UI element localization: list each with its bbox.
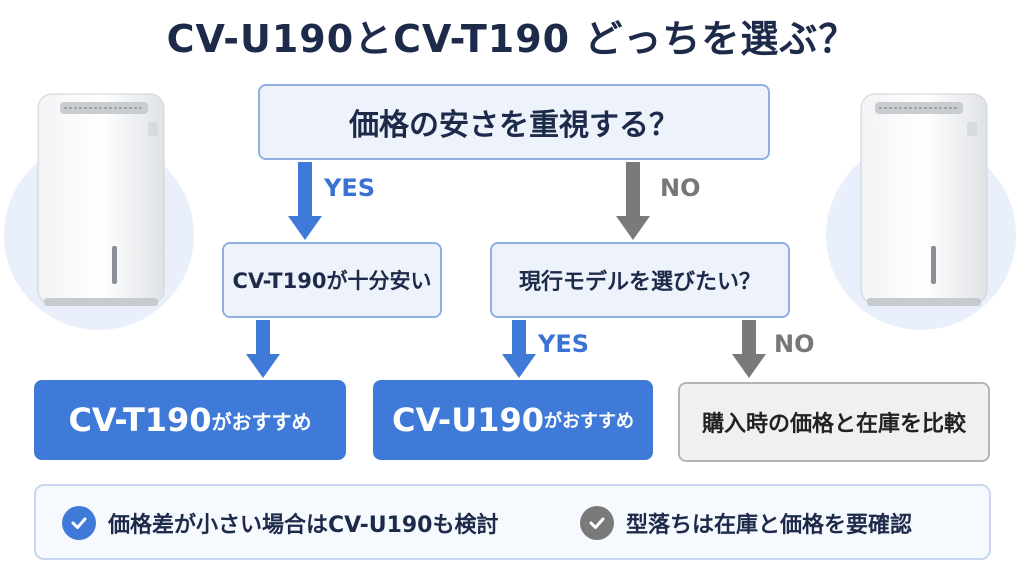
arrow-q2-no	[732, 320, 766, 378]
note-text: 価格差が小さい場合はCV-U190も検討	[108, 513, 499, 538]
result-u190-model: CV-U190	[392, 401, 544, 439]
arrow-left-result	[246, 320, 280, 378]
dehumidifier-image-left	[37, 93, 165, 306]
note-text: 型落ちは在庫と価格を要確認	[626, 513, 913, 538]
notes-box: 価格差が小さい場合はCV-U190も検討 型落ちは在庫と価格を要確認	[34, 484, 991, 560]
page-title: CV-U190とCV-T190 どっちを選ぶ？	[166, 17, 858, 61]
label-q1-no: NO	[660, 174, 701, 202]
question-price-text: 価格の安さを重視する？	[349, 108, 679, 143]
label-q2-no: NO	[774, 330, 815, 358]
result-u190-suffix: がおすすめ	[543, 411, 634, 432]
arrow-q2-yes	[502, 320, 536, 378]
check-icon	[62, 506, 96, 540]
note-item: 価格差が小さい場合はCV-U190も検討	[62, 506, 499, 540]
question-current-model: 現行モデルを選びたい？	[490, 242, 790, 318]
condition-t190-cheap-text: CV-T190が十分安い	[232, 269, 432, 293]
result-compare: 購入時の価格と在庫を比較	[678, 382, 990, 462]
label-q1-yes: YES	[324, 174, 376, 202]
arrow-q1-yes	[288, 162, 322, 240]
result-t190-suffix: がおすすめ	[211, 409, 312, 434]
condition-t190-cheap: CV-T190が十分安い	[222, 242, 442, 318]
arrow-q1-no	[616, 162, 650, 240]
check-icon	[580, 506, 614, 540]
dehumidifier-image-right	[860, 93, 988, 306]
question-current-model-text: 現行モデルを選びたい？	[518, 270, 761, 295]
result-compare-text: 購入時の価格と在庫を比較	[701, 412, 966, 437]
note-item: 型落ちは在庫と価格を要確認	[580, 506, 912, 540]
label-q2-yes: YES	[538, 330, 590, 358]
result-t190-model: CV-T190	[68, 401, 212, 439]
question-price: 価格の安さを重視する？	[258, 84, 770, 160]
